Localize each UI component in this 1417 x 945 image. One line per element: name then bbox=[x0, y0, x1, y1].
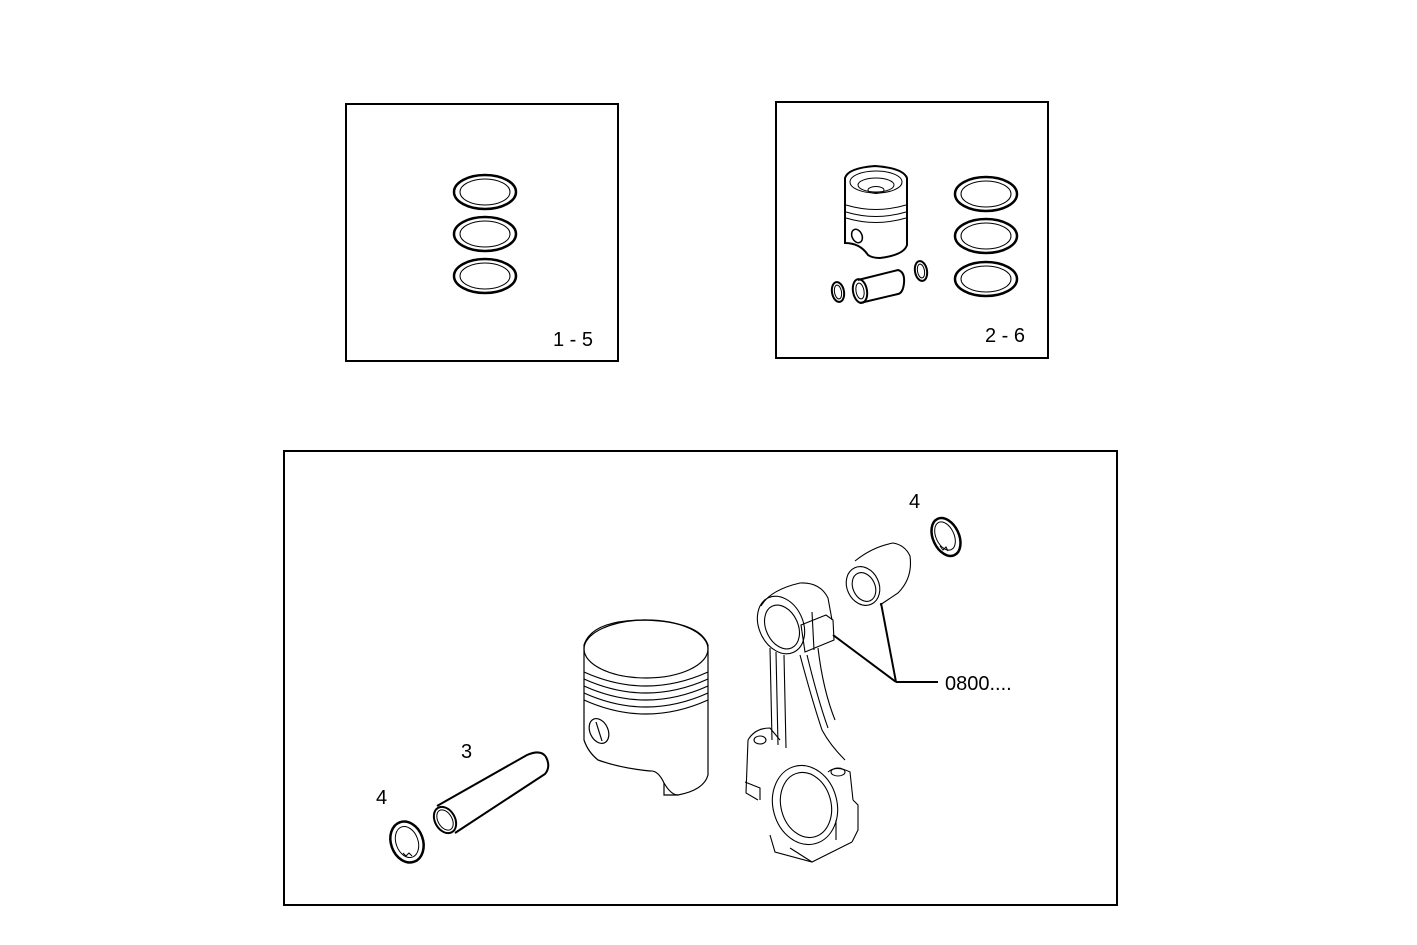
main-assembly-frame bbox=[283, 450, 1118, 906]
callout-piston-pin: 3 bbox=[461, 741, 473, 763]
callout-circlip-left: 4 bbox=[376, 787, 388, 809]
kit-piston-label: 2 - 6 bbox=[985, 325, 1026, 347]
kit-rings-label: 1 - 5 bbox=[553, 329, 594, 351]
callout-conrod-bushing: 0800.... bbox=[945, 673, 1012, 695]
callout-circlip-right: 4 bbox=[909, 491, 921, 513]
kit-piston-frame bbox=[775, 101, 1049, 359]
kit-rings-frame bbox=[345, 103, 619, 362]
